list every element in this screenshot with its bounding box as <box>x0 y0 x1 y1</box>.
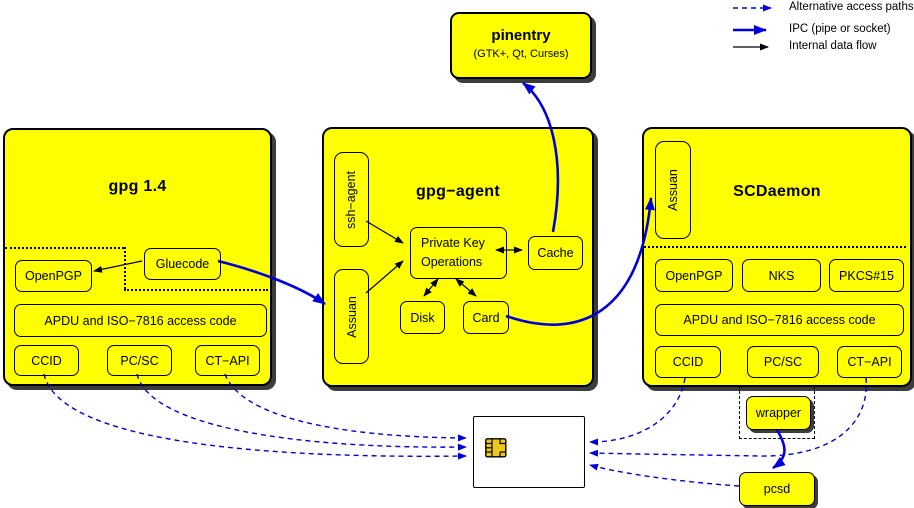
legend-label-ipc: IPC (pipe or socket) <box>789 23 891 35</box>
private-key-operations-node: Private Key Operations <box>410 227 507 279</box>
scdaemon-ctapi-node: CT−API <box>837 346 902 378</box>
gpg14-gluecode-node: Gluecode <box>144 248 221 280</box>
ssh-agent-node: ssh−agent <box>334 152 369 247</box>
scdaemon-ccid-label: CCID <box>672 355 704 369</box>
gpg14-dotted-divider-left <box>5 247 124 249</box>
gpg14-dotted-divider-step <box>124 247 126 289</box>
wrapper-node: wrapper <box>746 396 811 430</box>
gpg14-ccid-label: CCID <box>31 353 62 368</box>
legend-label-internal: Internal data flow <box>789 40 877 52</box>
scdaemon-pcsc-node: PC/SC <box>747 346 819 378</box>
cache-node: Cache <box>528 236 583 270</box>
scdaemon-openpgp-label: OpenPGP <box>665 268 723 283</box>
gpg14-apdu-node: APDU and ISO−7816 access code <box>14 304 267 337</box>
gpg14-box: gpg 1.4 OpenPGP Gluecode APDU and ISO−78… <box>3 128 272 386</box>
smartcard-icon <box>473 416 585 488</box>
pinentry-title: pinentry <box>491 27 551 44</box>
gpg14-pcsc-node: PC/SC <box>107 345 172 376</box>
scdaemon-pcsc-label: PC/SC <box>763 355 803 369</box>
scdaemon-dotted-divider <box>644 246 906 248</box>
pcsd-label: pcsd <box>763 482 791 496</box>
gpg14-gluecode-label: Gluecode <box>155 257 210 271</box>
gpg14-ccid-node: CCID <box>14 345 79 376</box>
scdaemon-assuan-label: Assuan <box>666 169 681 211</box>
scdaemon-openpgp-node: OpenPGP <box>655 259 733 292</box>
pko-label-line1: Private Key <box>421 236 485 250</box>
gpg-agent-box: gpg−agent ssh−agent Assuan Private Key O… <box>322 127 594 387</box>
pcsd-to-card-path <box>589 463 740 487</box>
scdaemon-ccid-to-card-path <box>589 377 686 446</box>
gpg14-ctapi-label: CT−API <box>205 353 250 368</box>
nks-node: NKS <box>742 259 821 292</box>
scdaemon-ctapi-to-card-path <box>589 377 868 457</box>
gpg14-openpgp-node: OpenPGP <box>15 260 92 292</box>
pinentry-box: pinentry (GTK+, Qt, Curses) <box>450 12 592 79</box>
legend-label-alternative: Alternative access paths <box>789 1 914 13</box>
gpg14-pcsc-label: PC/SC <box>120 353 159 368</box>
scdaemon-assuan-node: Assuan <box>655 141 691 239</box>
pko-label-line2: Operations <box>421 255 483 269</box>
scdaemon-ctapi-label: CT−API <box>847 355 892 369</box>
gpg-agent-assuan-label: Assuan <box>344 295 359 338</box>
scdaemon-apdu-label: APDU and ISO−7816 access code <box>683 313 876 327</box>
gpg-agent-title: gpg−agent <box>415 183 501 200</box>
pkcs15-label: PKCS#15 <box>839 268 894 283</box>
gpg14-title: gpg 1.4 <box>108 178 167 195</box>
disk-label: Disk <box>410 310 435 325</box>
pcsd-node: pcsd <box>739 472 815 506</box>
cache-label: Cache <box>537 246 574 260</box>
ssh-agent-label: ssh−agent <box>344 170 359 229</box>
gpg14-apdu-label: APDU and ISO−7816 access code <box>44 313 237 328</box>
pkcs15-node: PKCS#15 <box>829 259 904 292</box>
card-label: Card <box>472 310 500 325</box>
scdaemon-ccid-node: CCID <box>655 346 721 378</box>
gpg14-ctapi-node: CT−API <box>195 345 260 376</box>
smartcard-chip-icon <box>485 438 507 458</box>
scdaemon-apdu-node: APDU and ISO−7816 access code <box>655 304 904 336</box>
scdaemon-title: SCDaemon <box>733 183 821 200</box>
wrapper-label: wrapper <box>755 406 802 420</box>
nks-label: NKS <box>768 268 795 283</box>
gpg14-openpgp-label: OpenPGP <box>25 269 82 283</box>
gpg-agent-assuan-node: Assuan <box>334 269 369 364</box>
card-node: Card <box>463 301 509 334</box>
scdaemon-box: SCDaemon Assuan OpenPGP NKS PKCS#15 APDU… <box>642 127 912 387</box>
gpg14-dotted-divider-right <box>124 289 268 291</box>
disk-node: Disk <box>400 301 445 334</box>
pinentry-subtitle: (GTK+, Qt, Curses) <box>473 48 569 60</box>
